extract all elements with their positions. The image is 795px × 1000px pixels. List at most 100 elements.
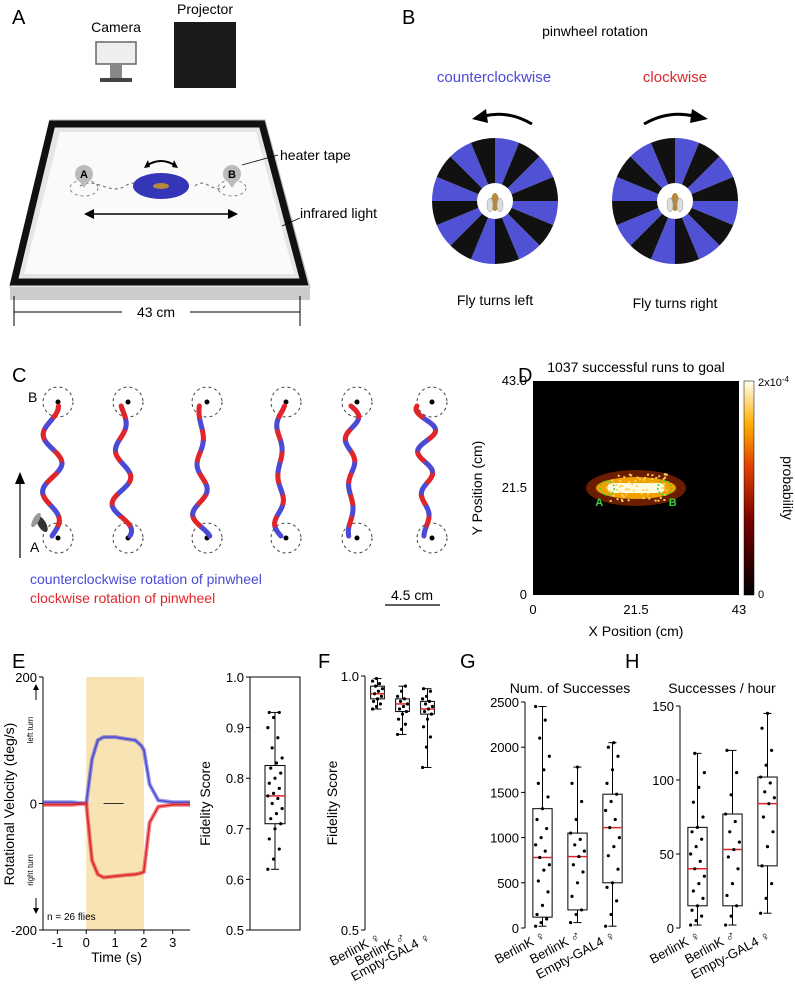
heatmap-speck bbox=[642, 489, 644, 491]
legend-cw: clockwise rotation of pinwheel bbox=[30, 590, 215, 606]
scale-bar-label: 4.5 cm bbox=[391, 587, 433, 603]
data-point bbox=[580, 800, 583, 803]
data-point bbox=[689, 852, 692, 855]
heatmap-speck bbox=[628, 481, 630, 483]
data-point bbox=[611, 768, 614, 771]
goal-dot-top bbox=[205, 400, 210, 405]
left-turn-label: left turn bbox=[26, 717, 35, 744]
fly-wing-icon bbox=[497, 198, 503, 212]
data-point bbox=[576, 765, 579, 768]
x-tick-label: 21.5 bbox=[623, 602, 648, 617]
data-point bbox=[572, 863, 575, 866]
heatmap-speck bbox=[616, 484, 618, 486]
data-point bbox=[271, 746, 274, 749]
heatmap-speck bbox=[643, 497, 645, 499]
box bbox=[533, 809, 552, 917]
data-point bbox=[767, 802, 770, 805]
data-point bbox=[577, 855, 580, 858]
heatmap-speck bbox=[646, 489, 648, 491]
heatmap-speck bbox=[647, 493, 649, 495]
box bbox=[723, 814, 742, 906]
data-point bbox=[760, 727, 763, 730]
heatmap-speck bbox=[663, 483, 665, 485]
data-point bbox=[272, 858, 275, 861]
data-point bbox=[545, 917, 548, 920]
data-point bbox=[400, 728, 403, 731]
chart-title: Num. of Successes bbox=[510, 680, 631, 696]
y-tick-label: 2500 bbox=[490, 695, 519, 710]
data-point bbox=[725, 894, 728, 897]
data-point bbox=[272, 792, 275, 795]
marker-b-label: B bbox=[228, 169, 236, 181]
y-axis-label: Rotational Velocity (deg/s) bbox=[1, 723, 17, 886]
infrared-light-label: infrared light bbox=[300, 205, 377, 221]
data-point bbox=[273, 777, 276, 780]
y-tick-label: 0.8 bbox=[226, 771, 244, 786]
track-segment bbox=[284, 406, 285, 408]
data-point bbox=[269, 817, 272, 820]
track-segment bbox=[121, 406, 122, 408]
y-axis-label: Fidelity Score bbox=[324, 760, 340, 845]
data-point bbox=[770, 882, 773, 885]
y-tick-label: 1500 bbox=[490, 785, 519, 800]
y-tick-label: 0 bbox=[520, 587, 527, 602]
pinwheel-ccw-icon bbox=[432, 138, 558, 264]
trajectory-tracks bbox=[43, 387, 447, 553]
data-point bbox=[538, 737, 541, 740]
heatmap-speck bbox=[641, 493, 643, 495]
heatmap-speck bbox=[644, 477, 646, 479]
data-point bbox=[766, 712, 769, 715]
data-point bbox=[762, 815, 765, 818]
data-point bbox=[541, 904, 544, 907]
data-point bbox=[607, 746, 610, 749]
data-point bbox=[279, 822, 282, 825]
box bbox=[688, 827, 707, 905]
data-point bbox=[400, 690, 403, 693]
y-tick-label: -200 bbox=[11, 923, 37, 938]
track-segment bbox=[351, 406, 354, 408]
y-tick-label: 0 bbox=[512, 921, 519, 936]
data-point bbox=[605, 886, 608, 889]
data-point bbox=[431, 705, 434, 708]
heatmap-panel: 1037 successful runs to goalAB021.543021… bbox=[469, 359, 795, 639]
y-tick-label: 150 bbox=[652, 699, 674, 714]
data-point bbox=[724, 923, 727, 926]
data-point bbox=[396, 695, 399, 698]
data-point bbox=[569, 921, 572, 924]
data-point bbox=[278, 787, 281, 790]
data-point bbox=[725, 749, 728, 752]
data-point bbox=[377, 690, 380, 693]
heatmap-speck bbox=[623, 496, 625, 498]
data-point bbox=[701, 897, 704, 900]
data-point bbox=[695, 919, 698, 922]
heatmap-title: 1037 successful runs to goal bbox=[547, 359, 724, 375]
data-point bbox=[616, 868, 619, 871]
data-point bbox=[537, 879, 540, 882]
data-point bbox=[693, 867, 696, 870]
data-point bbox=[428, 700, 431, 703]
data-point bbox=[534, 705, 537, 708]
data-point bbox=[404, 723, 407, 726]
data-point bbox=[608, 826, 611, 829]
box bbox=[758, 777, 777, 866]
heatmap-speck bbox=[630, 474, 632, 476]
data-point bbox=[605, 782, 608, 785]
data-point bbox=[534, 843, 537, 846]
legend-ccw: counterclockwise rotation of pinwheel bbox=[30, 571, 262, 587]
heatmap-speck bbox=[635, 480, 637, 482]
data-point bbox=[569, 831, 572, 834]
heatmap-speck bbox=[611, 480, 613, 482]
data-point bbox=[548, 863, 551, 866]
data-point bbox=[276, 797, 279, 800]
fly-icon bbox=[29, 512, 50, 534]
panel-label-a: A bbox=[12, 7, 26, 29]
heatmap-speck bbox=[663, 487, 665, 489]
data-point bbox=[276, 736, 279, 739]
data-point bbox=[371, 707, 374, 710]
data-point bbox=[375, 677, 378, 680]
fidelity-box-chart: 0.50.60.70.80.91.0Fidelity Score bbox=[197, 670, 300, 938]
data-point bbox=[544, 850, 547, 853]
data-point bbox=[607, 854, 610, 857]
data-point bbox=[735, 771, 738, 774]
data-point bbox=[770, 749, 773, 752]
